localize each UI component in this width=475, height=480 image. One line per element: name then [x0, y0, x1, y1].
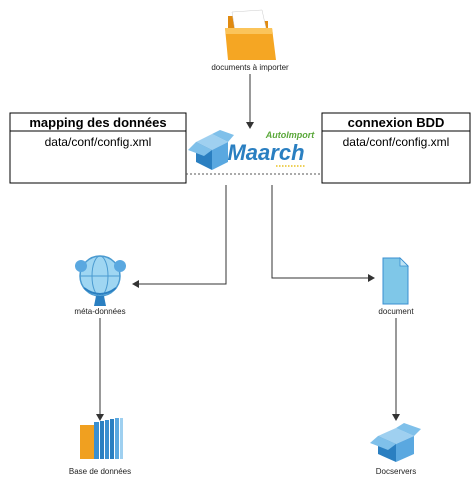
maarch-logo: AutoImport Maarch: [188, 130, 315, 170]
database-icon: [80, 418, 123, 459]
mapping-box: mapping des données data/conf/config.xml: [9, 112, 187, 184]
metadata-globe-icon: [75, 255, 126, 306]
bdd-box-body: data/conf/config.xml: [343, 135, 450, 149]
docservers-box-icon: [370, 423, 421, 462]
docservers-label: Docservers: [376, 467, 416, 476]
metadata-label: méta-données: [74, 307, 125, 316]
document-label: document: [378, 307, 414, 316]
mapping-box-body: data/conf/config.xml: [45, 135, 152, 149]
mapping-box-title: mapping des données: [29, 115, 166, 130]
document-icon: [382, 257, 409, 305]
bdd-box: connexion BDD data/conf/config.xml: [321, 112, 471, 184]
bdd-box-title: connexion BDD: [348, 115, 445, 130]
logo-name: Maarch: [227, 140, 304, 165]
database-label: Base de données: [69, 467, 131, 476]
documents-label: documents à importer: [211, 63, 289, 72]
document-arrow: [271, 185, 375, 282]
maarch-box-icon: [188, 130, 234, 170]
metadata-arrow: [132, 185, 227, 288]
folder-icon: [225, 9, 276, 60]
logo-subtitle: AutoImport: [265, 130, 315, 140]
